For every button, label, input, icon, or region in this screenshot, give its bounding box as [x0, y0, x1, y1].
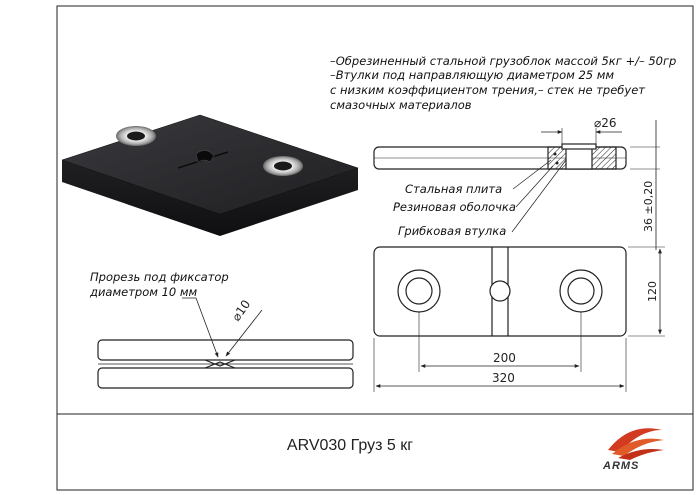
legend-steel-plate: Стальная плита	[405, 182, 503, 196]
sheet-frame	[56, 5, 694, 491]
spec-note-4: смазочных материалов	[330, 98, 472, 112]
dim-h36: 36 ±0,20	[642, 181, 655, 232]
slot-note-2: диаметром 10 мм	[90, 285, 198, 299]
spec-note-1: –Обрезиненный стальной грузоблок массой …	[330, 54, 677, 68]
block-3d-view	[61, 114, 359, 236]
slot-note-1: Прорезь под фиксатор	[90, 270, 229, 284]
spec-note-3: с низким коэффициентом трения,– стек не …	[330, 83, 645, 97]
legend-rubber-shell: Резиновая оболочка	[393, 200, 516, 214]
slot-3d	[195, 150, 215, 163]
dim-w120: 120	[646, 281, 659, 302]
arms-logo-icon	[608, 428, 664, 460]
dim-l320: 320	[492, 371, 515, 385]
drawing-title: ARV030 Груз 5 кг	[286, 437, 414, 454]
dim-d26: ⌀26	[594, 116, 617, 130]
plan-view	[373, 246, 627, 337]
spec-note-2: –Втулки под направляющую диаметром 25 мм	[330, 68, 615, 82]
legend-mushroom-bushing: Грибковая втулка	[398, 224, 507, 238]
profile-view	[373, 143, 627, 170]
dim-l200: 200	[493, 351, 516, 365]
side-view-stacked	[97, 339, 354, 389]
brand-logo-text: ARMS	[603, 460, 640, 472]
dim-d10: ⌀10	[229, 297, 253, 323]
